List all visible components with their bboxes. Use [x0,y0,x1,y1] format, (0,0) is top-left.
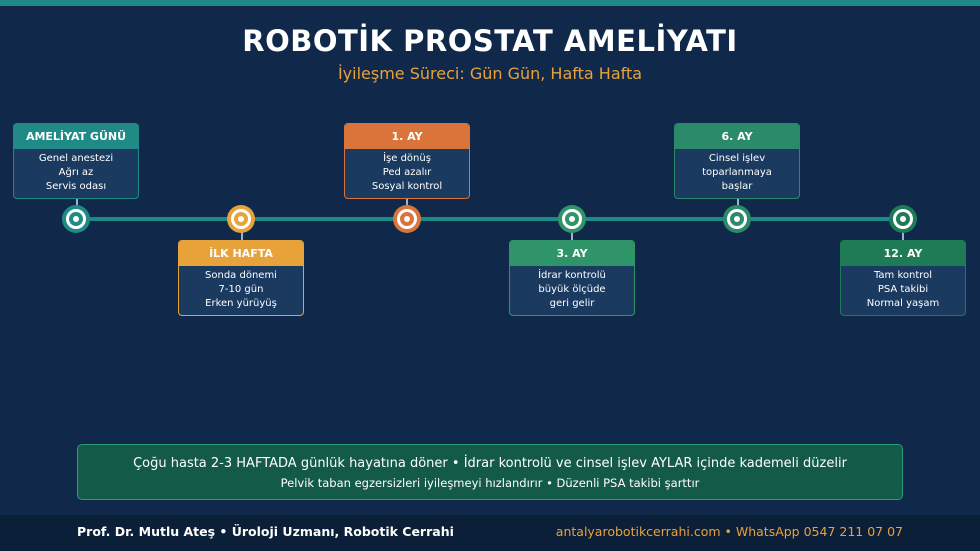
milestone-detail-line: 7-10 gün [218,284,264,295]
timeline-node-inner [66,209,86,229]
timeline-node-inner [562,209,582,229]
milestone-card-12-ay: 12. AY Tam kontrol PSA takibi Normal yaş… [840,240,966,316]
milestone-details: Tam kontrol PSA takibi Normal yaşam [841,266,965,315]
milestone-label: AMELİYAT GÜNÜ [14,124,138,149]
connector-3 [571,229,573,240]
timeline-node-1 [227,205,255,233]
connector-0 [76,198,78,209]
footer: Prof. Dr. Mutlu Ateş • Üroloji Uzmanı, R… [0,515,980,551]
timeline-node-inner [893,209,913,229]
timeline-node-0 [62,205,90,233]
milestone-detail-line: toparlanmaya [702,167,772,178]
milestone-details: Sonda dönemi 7-10 gün Erken yürüyüş [179,266,303,315]
timeline-node-inner [727,209,747,229]
milestone-detail-line: PSA takibi [877,284,929,295]
milestone-details: Cinsel işlev toparlanmaya başlar [675,149,799,198]
page-subtitle: İyileşme Süreci: Gün Gün, Hafta Hafta [337,64,643,83]
milestone-card-3-ay: 3. AY İdrar kontrolü büyük ölçüde geri g… [509,240,635,316]
milestone-label: 3. AY [510,241,634,266]
milestone-details: İdrar kontrolü büyük ölçüde geri gelir [510,266,634,315]
summary-box: Çoğu hasta 2-3 HAFTADA günlük hayatına d… [77,444,903,500]
connector-2 [406,198,408,209]
milestone-label: 1. AY [345,124,469,149]
timeline-node-2 [393,205,421,233]
milestone-detail-line: İşe dönüş [383,153,431,164]
milestone-card-1-ay: 1. AY İşe dönüş Ped azalır Sosyal kontro… [344,123,470,199]
milestone-card-ameliyat-gunu: AMELİYAT GÜNÜ Genel anestezi Ağrı az Ser… [13,123,139,199]
milestone-label: İLK HAFTA [179,241,303,266]
timeline-node-inner [231,209,251,229]
milestone-detail-line: Ped azalır [382,167,432,178]
timeline-node-5 [889,205,917,233]
summary-line-1: Çoğu hasta 2-3 HAFTADA günlük hayatına d… [133,456,847,471]
timeline-node-inner [397,209,417,229]
timeline-line [76,217,904,221]
timeline-node-4 [723,205,751,233]
milestone-detail-line: Sosyal kontrol [371,181,443,192]
page-title: ROBOTİK PROSTAT AMELİYATI [242,24,738,58]
connector-4 [737,198,739,209]
connector-5 [902,229,904,240]
top-accent-bar [0,0,980,6]
milestone-detail-line: Tam kontrol [873,270,933,281]
milestone-detail-line: İdrar kontrolü [538,270,606,281]
milestone-detail-line: Servis odası [45,181,107,192]
milestone-card-ilk-hafta: İLK HAFTA Sonda dönemi 7-10 gün Erken yü… [178,240,304,316]
footer-contact: antalyarobotikcerrahi.com • WhatsApp 054… [555,524,903,539]
milestone-label: 12. AY [841,241,965,266]
connector-1 [241,229,243,240]
timeline-node-3 [558,205,586,233]
milestone-detail-line: Erken yürüyüş [205,298,277,309]
milestone-detail-line: Ağrı az [58,167,94,178]
milestone-detail-line: Genel anestezi [38,153,114,164]
milestone-card-6-ay: 6. AY Cinsel işlev toparlanmaya başlar [674,123,800,199]
milestone-detail-line: geri gelir [549,298,595,309]
footer-author: Prof. Dr. Mutlu Ateş • Üroloji Uzmanı, R… [77,524,454,539]
milestone-detail-line: Sonda dönemi [205,270,277,281]
milestone-details: Genel anestezi Ağrı az Servis odası [14,149,138,198]
milestone-detail-line: büyük ölçüde [538,284,606,295]
milestone-detail-line: başlar [721,181,753,192]
milestone-detail-line: Normal yaşam [866,298,940,309]
milestone-label: 6. AY [675,124,799,149]
summary-line-2: Pelvik taban egzersizleri iyileşmeyi hız… [280,476,700,490]
milestone-detail-line: Cinsel işlev [708,153,766,164]
milestone-details: İşe dönüş Ped azalır Sosyal kontrol [345,149,469,198]
